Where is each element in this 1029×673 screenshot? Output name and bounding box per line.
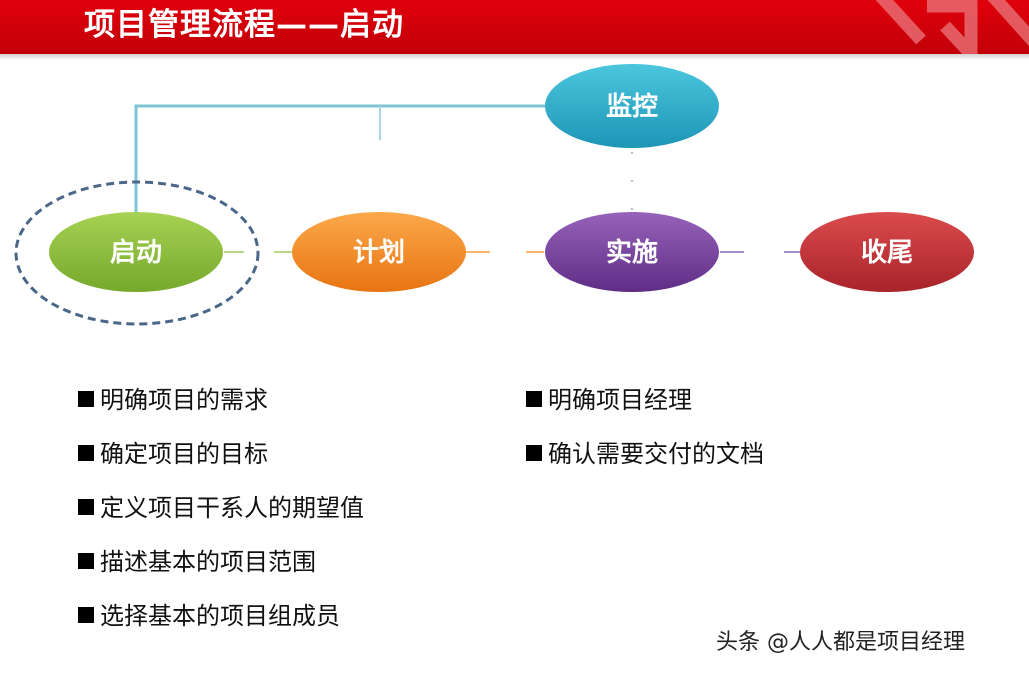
square-bullet-icon	[78, 499, 94, 515]
watermark: 头条 @人人都是项目经理	[716, 630, 965, 655]
start-activities-list-left: 明确项目的需求 确定项目的目标 定义项目干系人的期望值 描述基本的项目范围 选择…	[78, 384, 364, 654]
list-item: 明确项目的需求	[78, 384, 364, 438]
svg-text:收尾: 收尾	[861, 238, 913, 268]
svg-text:监控: 监控	[606, 92, 658, 122]
square-bullet-icon	[526, 391, 542, 407]
start-activities-list-right: 明确项目经理 确认需要交付的文档	[526, 384, 764, 492]
process-diagram: 监控 启动 计划 实施 收尾	[14, 64, 974, 326]
svg-text:启动: 启动	[110, 237, 162, 268]
current-phase-highlight	[14, 180, 260, 326]
square-bullet-icon	[78, 553, 94, 569]
node-start[interactable]: 启动	[49, 212, 223, 292]
list-item: 确定项目的目标	[78, 438, 364, 492]
square-bullet-icon	[526, 445, 542, 461]
connector-monitor-to-start	[134, 104, 546, 222]
svg-text:实施: 实施	[606, 237, 658, 268]
page-title: 项目管理流程——启动	[84, 7, 404, 43]
node-execute[interactable]: 实施	[545, 212, 719, 292]
list-item: 选择基本的项目组成员	[78, 600, 364, 654]
title-bar: 项目管理流程——启动	[0, 0, 1029, 54]
node-plan[interactable]: 计划	[292, 212, 466, 292]
list-item: 确认需要交付的文档	[526, 438, 764, 492]
square-bullet-icon	[78, 445, 94, 461]
square-bullet-icon	[78, 607, 94, 623]
node-monitor[interactable]: 监控	[545, 64, 719, 148]
svg-text:计划: 计划	[353, 238, 405, 268]
square-bullet-icon	[78, 391, 94, 407]
logo-icon	[875, 0, 1029, 54]
list-item: 描述基本的项目范围	[78, 546, 364, 600]
node-close[interactable]: 收尾	[800, 212, 974, 292]
list-item: 定义项目干系人的期望值	[78, 492, 364, 546]
list-item: 明确项目经理	[526, 384, 764, 438]
